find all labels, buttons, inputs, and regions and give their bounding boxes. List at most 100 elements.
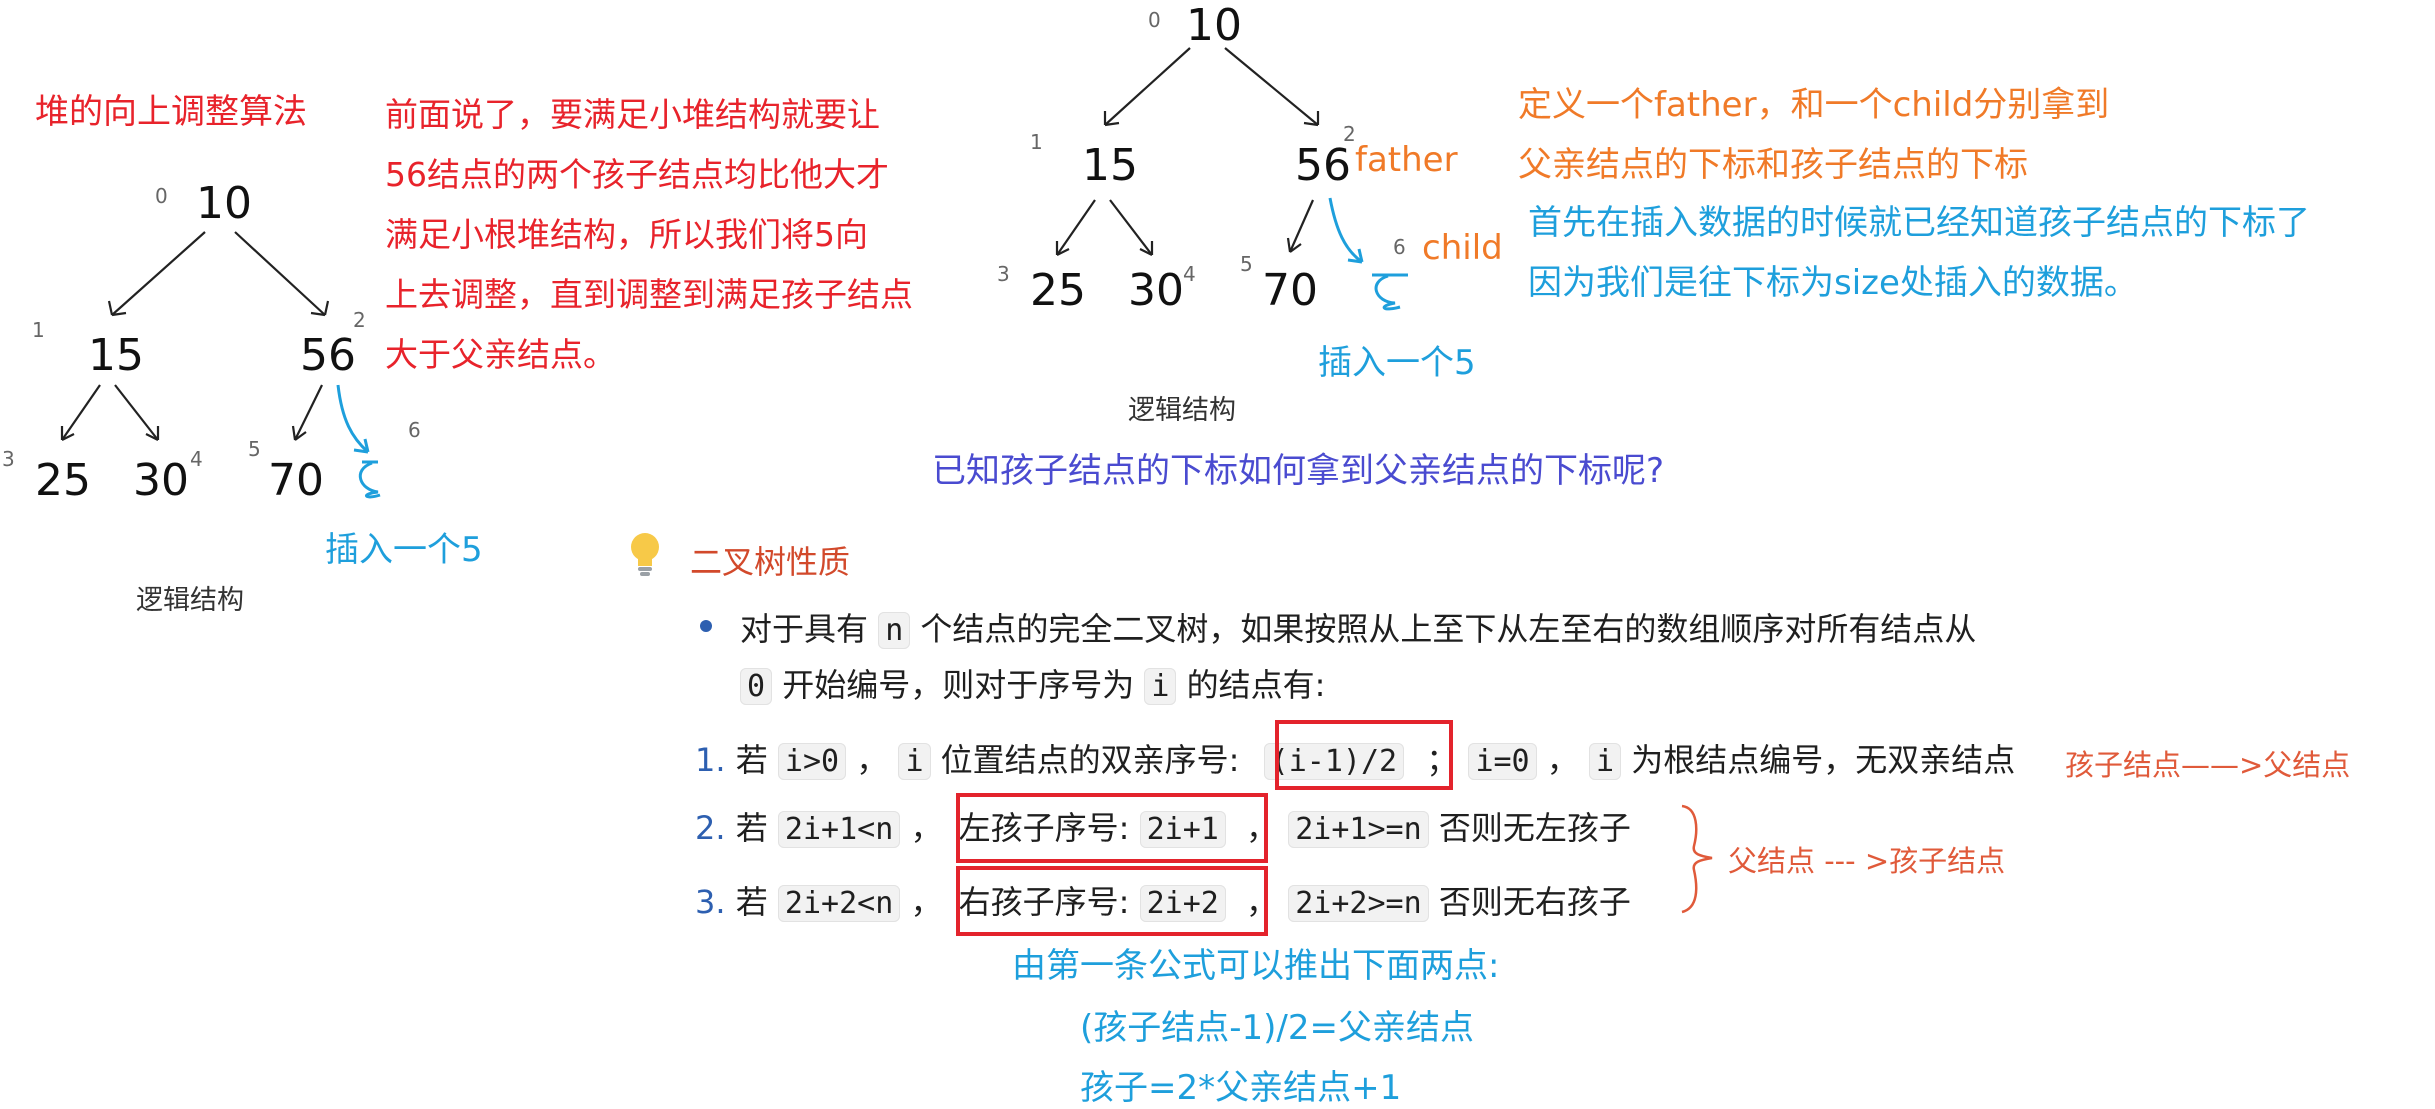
blue-arrow: [336, 384, 369, 454]
node-index: 1: [32, 318, 45, 342]
tree-edge: [294, 384, 323, 441]
item-condition: i>0: [777, 743, 847, 780]
node-index: 3: [997, 262, 1010, 286]
node-index: 0: [155, 184, 168, 208]
tree-node: 25: [1030, 265, 1086, 316]
item-text: 否则无左孩子: [1438, 809, 1631, 847]
item-condition: 2i+2<n: [777, 885, 901, 922]
tree-node: 15: [1082, 140, 1138, 191]
tree-node: 70: [268, 455, 324, 506]
tree-edge: [1224, 47, 1319, 126]
tree-edge: [1104, 47, 1191, 126]
intro-text: 对于具有: [740, 610, 869, 648]
code-n: n: [878, 612, 911, 649]
item-text: 位置结点的双亲序号:: [940, 741, 1240, 779]
tree-edge: [1109, 199, 1153, 256]
note-line: 定义一个father，和一个child分别拿到: [1518, 85, 2110, 125]
intro-text: 开始编号，则对于序号为: [782, 666, 1135, 704]
item-number: 1.: [695, 741, 726, 779]
child-label: child: [1422, 228, 1503, 268]
side-note-parent-to-child: 父结点 --- >孩子结点: [1728, 844, 2006, 878]
code-i: i: [898, 743, 931, 780]
node-index: 1: [1030, 130, 1043, 154]
item-text: 否则无右孩子: [1438, 883, 1631, 921]
arrow-head: [310, 300, 330, 317]
node-index: 0: [1148, 8, 1161, 32]
derivation-line-2: 孩子=2*父亲结点+1: [1080, 1068, 1402, 1108]
tree-edge: [114, 384, 159, 441]
code-i: i: [1588, 743, 1622, 780]
arrow-head: [1103, 111, 1120, 127]
left-explanation: 前面说了，要满足小堆结构就要让 56结点的两个孩子结点均比他大才 满足小根堆结构…: [385, 85, 913, 385]
tree-edge: [234, 231, 326, 316]
item-number: 3.: [695, 883, 726, 921]
tree-edge: [61, 384, 101, 441]
intro-line-1: 对于具有 n 个结点的完全二叉树，如果按照从上至下从左至右的数组顺序对所有结点从: [740, 604, 1976, 650]
item-condition: 2i+1<n: [777, 811, 901, 848]
tree-edge: [111, 231, 206, 316]
explanation-line: 大于父亲结点。: [385, 335, 616, 374]
note-line: 父亲结点的下标和孩子结点的下标: [1518, 145, 2028, 185]
arrow-head: [1303, 111, 1320, 127]
handwritten-five: [358, 460, 381, 499]
tree-caption: 逻辑结构: [1128, 395, 1236, 426]
intro-text: 的结点有:: [1186, 666, 1326, 704]
tree-node: 15: [88, 330, 144, 381]
node-index: 5: [248, 437, 261, 461]
intro-line-2: 0 开始编号，则对于序号为 i 的结点有:: [740, 660, 1325, 706]
arrow-head: [353, 438, 370, 454]
explanation-line: 上去调整，直到调整到满足孩子结点: [385, 275, 913, 314]
side-note-child-to-parent: 孩子结点——>父结点: [2065, 748, 2351, 782]
node-index: 2: [1343, 122, 1356, 146]
left-title: 堆的向上调整算法: [35, 92, 307, 132]
item-text: 右孩子序号:: [958, 883, 1130, 921]
tree-node: 25: [35, 455, 91, 506]
insert-label: 插入一个5: [325, 530, 483, 570]
arrow-head: [145, 426, 160, 441]
node-index: 4: [190, 447, 203, 471]
highlight-box: [956, 866, 1268, 936]
arrow-head: [291, 425, 307, 441]
arrow-head: [1055, 241, 1070, 256]
item-alt-condition: 2i+2>=n: [1288, 885, 1429, 922]
node-index: 4: [1183, 262, 1196, 286]
tree-edge: [1288, 199, 1315, 253]
property-title: 二叉树性质: [690, 543, 851, 581]
explanation-line: 前面说了，要满足小堆结构就要让: [385, 95, 880, 134]
new-node-index: 6: [1393, 235, 1406, 259]
item-formula: (i-1)/2: [1263, 743, 1405, 780]
item-formula: 2i+2: [1139, 885, 1226, 922]
insert-label: 插入一个5: [1318, 343, 1476, 383]
item-text: 若: [735, 883, 768, 921]
arrow-head: [60, 426, 75, 441]
item-alt-condition: i=0: [1468, 743, 1537, 780]
tree-node: 10: [196, 178, 252, 229]
intro-text: 个结点的完全二叉树，如果按照从上至下从左至右的数组顺序对所有结点从: [920, 610, 1977, 648]
arrow-head: [1139, 241, 1154, 256]
node-index: 5: [1240, 252, 1253, 276]
node-index: 2: [353, 308, 366, 332]
tree-node: 30: [1128, 265, 1184, 316]
code-i: i: [1144, 668, 1177, 705]
item-number: 2.: [695, 809, 726, 847]
blue-note: 首先在插入数据的时候就已经知道孩子结点的下标了 因为我们是往下标为size处插入…: [1528, 193, 2310, 313]
node-index: 3: [2, 447, 15, 471]
item-text: 若: [735, 741, 768, 779]
arrow-head: [1286, 237, 1302, 253]
father-label: father: [1355, 140, 1458, 180]
item-text: ，: [910, 883, 943, 921]
property-item-2: 2. 若 2i+1<n ， 左孩子序号: 2i+1 ， 2i+1>=n 否则无左…: [695, 803, 1631, 849]
item-text: 为根结点编号，无双亲结点: [1631, 741, 2016, 779]
item-alt-condition: 2i+1>=n: [1288, 811, 1429, 848]
highlight-box: [956, 793, 1268, 863]
property-card: [615, 518, 2075, 938]
blue-arrow: [1328, 197, 1363, 264]
item-text: 若: [735, 809, 768, 847]
derivation-lead: 由第一条公式可以推出下面两点:: [1012, 946, 1500, 986]
explanation-line: 满足小根堆结构，所以我们将5向: [385, 215, 868, 254]
item-text: ，: [1246, 883, 1279, 921]
explanation-line: 56结点的两个孩子结点均比他大才: [385, 155, 889, 194]
